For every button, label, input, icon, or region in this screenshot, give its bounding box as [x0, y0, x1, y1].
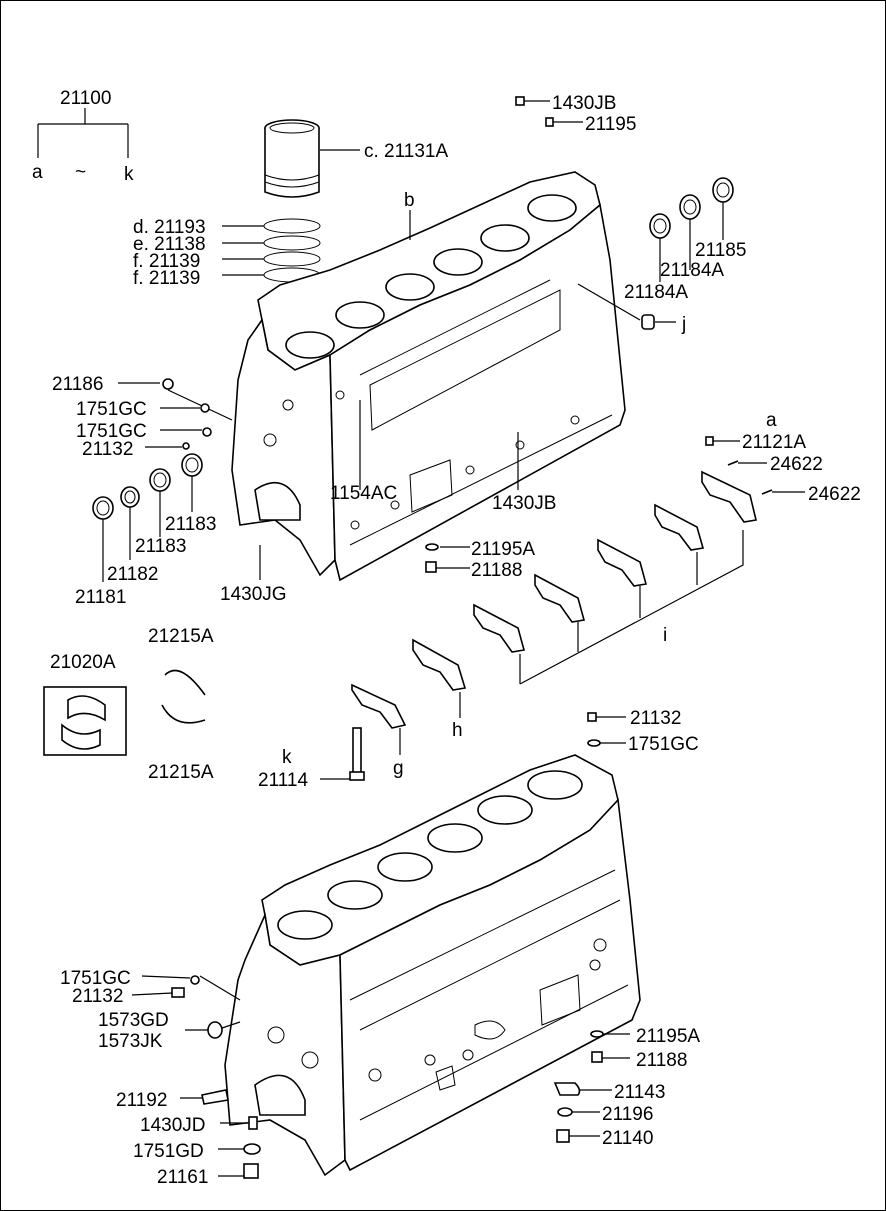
label-21184A-1: 21184A — [660, 260, 724, 281]
label-21195-top: 21195 — [585, 114, 636, 135]
label-21121A: 21121A — [742, 432, 806, 453]
cylinder-liner — [264, 119, 320, 198]
label-f1: f. 21139 — [133, 251, 200, 272]
label-j: j — [681, 314, 686, 335]
label-1751GC-1: 1751GC — [76, 399, 147, 420]
label-21192: 21192 — [116, 1090, 167, 1111]
label-a-top: a — [32, 162, 43, 183]
label-21161: 21161 — [157, 1167, 208, 1188]
label-1751GC-3: 1751GC — [628, 734, 699, 755]
bushings-right — [649, 177, 734, 239]
bearing-caps — [351, 470, 757, 729]
label-b: b — [404, 190, 415, 211]
label-21182: 21182 — [107, 564, 158, 585]
label-1430JG: 1430JG — [220, 584, 287, 605]
label-21183-2: 21183 — [135, 536, 186, 557]
label-21188-1: 21188 — [471, 560, 522, 581]
label-1430JB-mid: 1430JB — [492, 493, 556, 514]
label-21183-1: 21183 — [165, 514, 216, 535]
label-c: c. 21131A — [364, 141, 448, 162]
label-1751GC-2: 1751GC — [76, 421, 147, 442]
assembly-bracket — [37, 108, 129, 158]
label-21188-2: 21188 — [636, 1050, 687, 1071]
label-assy: 21100 — [60, 88, 111, 109]
label-1154AC: 1154AC — [330, 483, 397, 504]
label-1430JB-top: 1430JB — [552, 93, 616, 114]
label-h: h — [452, 720, 463, 741]
label-1751GD: 1751GD — [133, 1141, 204, 1162]
label-21020A: 21020A — [50, 652, 116, 673]
piston-rings — [263, 218, 321, 283]
label-1751GC-4: 1751GC — [60, 968, 131, 989]
label-24622-1: 24622 — [770, 454, 823, 475]
label-1430JD: 1430JD — [140, 1115, 206, 1136]
label-21215A-1: 21215A — [148, 626, 214, 647]
label-k-top: k — [124, 164, 134, 185]
label-21143: 21143 — [614, 1082, 665, 1103]
label-g: g — [393, 758, 404, 779]
label-21186: 21186 — [52, 374, 103, 395]
lower-cylinder-block — [224, 754, 641, 1177]
label-tilde: ~ — [75, 162, 86, 183]
label-1573JK: 1573JK — [98, 1031, 163, 1052]
label-f2: f. 21139 — [133, 268, 200, 289]
label-21195A-2: 21195A — [636, 1026, 700, 1047]
bushings-left — [92, 453, 203, 520]
label-21181: 21181 — [75, 587, 126, 608]
label-k-bolt: k — [282, 747, 292, 768]
label-21195A-1: 21195A — [471, 539, 535, 560]
label-21184A-2: 21184A — [624, 282, 688, 303]
label-24622-2: 24622 — [808, 484, 861, 505]
label-1573GD: 1573GD — [98, 1010, 169, 1031]
label-21140: 21140 — [602, 1128, 653, 1149]
label-d: d. 21193 — [133, 217, 206, 238]
label-21132-1: 21132 — [82, 439, 133, 460]
label-21185: 21185 — [695, 240, 746, 261]
label-i: i — [663, 625, 667, 646]
label-a-right: a — [766, 410, 777, 431]
label-21132-3: 21132 — [72, 986, 123, 1007]
upper-cylinder-block — [231, 171, 626, 582]
label-21196: 21196 — [602, 1104, 653, 1125]
label-21114: 21114 — [258, 770, 308, 791]
label-e: e. 21138 — [133, 234, 206, 255]
label-21215A-2: 21215A — [148, 762, 214, 783]
label-21132-2: 21132 — [630, 708, 681, 729]
